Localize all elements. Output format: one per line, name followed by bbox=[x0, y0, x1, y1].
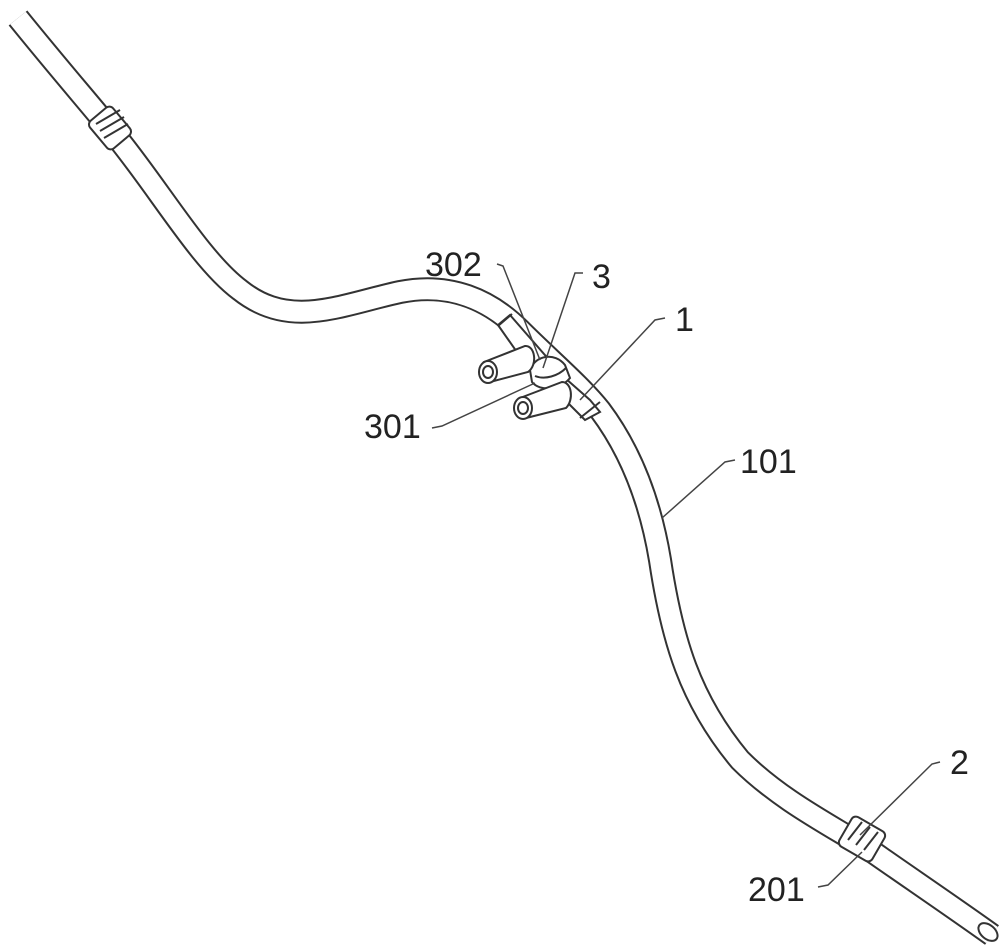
label-3: 3 bbox=[592, 258, 611, 296]
tube-end bbox=[977, 922, 999, 942]
label-302: 302 bbox=[425, 246, 482, 284]
label-301: 301 bbox=[364, 408, 421, 446]
leader-lines bbox=[431, 263, 941, 888]
clip-top bbox=[87, 105, 133, 151]
clip-bottom bbox=[837, 815, 887, 863]
label-2: 2 bbox=[950, 744, 969, 782]
label-1: 1 bbox=[675, 301, 694, 339]
tee-junction bbox=[478, 313, 602, 422]
label-201: 201 bbox=[748, 871, 805, 909]
label-101: 101 bbox=[740, 443, 797, 481]
tube-body bbox=[8, 10, 999, 945]
